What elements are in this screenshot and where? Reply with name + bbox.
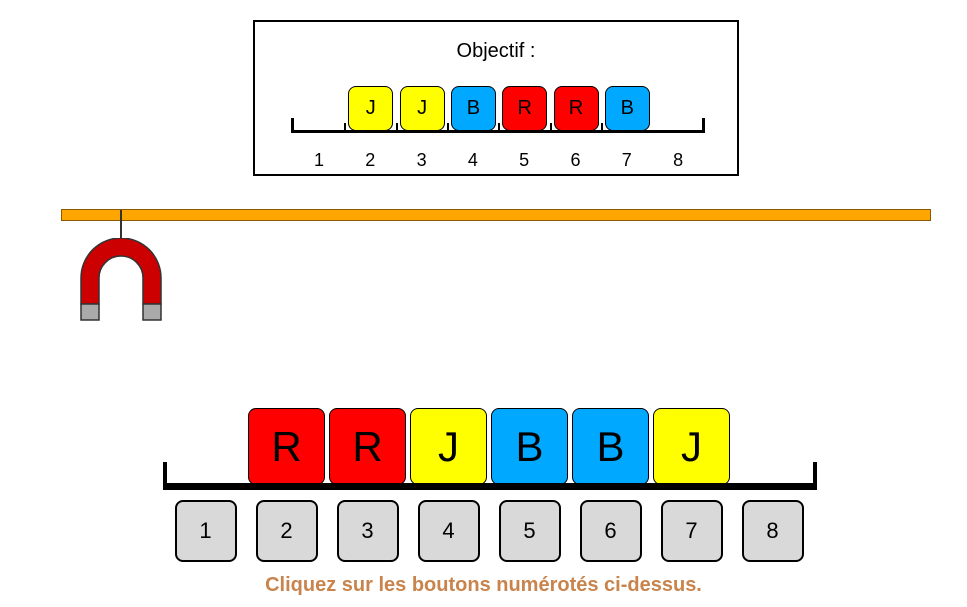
goal-title: Objectif : <box>456 40 536 62</box>
crane-rail <box>61 209 931 221</box>
goal-slot-tick <box>600 123 603 133</box>
work-block: J <box>410 408 487 485</box>
slot-button-7[interactable]: 7 <box>660 500 723 562</box>
goal-slot-tick <box>549 123 552 133</box>
slot-button-5[interactable]: 5 <box>498 500 561 562</box>
slot-button-3[interactable]: 3 <box>336 500 399 562</box>
goal-rail <box>291 130 705 133</box>
goal-slot-tick <box>344 123 347 133</box>
goal-slot-number: 5 <box>519 150 530 170</box>
work-block: J <box>653 408 730 485</box>
slot-button-4[interactable]: 4 <box>417 500 480 562</box>
goal-block: J <box>348 86 394 131</box>
goal-block: B <box>450 86 496 131</box>
slot-button-6[interactable]: 6 <box>579 500 642 562</box>
goal-block: J <box>399 86 445 131</box>
work-rail-end-left <box>163 462 167 490</box>
work-block: B <box>491 408 568 485</box>
goal-slot-number: 2 <box>365 150 376 170</box>
goal-slot-number: 6 <box>570 150 581 170</box>
magnet-wire <box>120 210 122 240</box>
slot-button-2[interactable]: 2 <box>255 500 318 562</box>
work-block: B <box>572 408 649 485</box>
goal-block: R <box>502 86 548 131</box>
goal-slot-number: 7 <box>621 150 632 170</box>
goal-slot-number: 1 <box>313 150 324 170</box>
slot-button-8[interactable]: 8 <box>741 500 804 562</box>
slot-button-1[interactable]: 1 <box>174 500 237 562</box>
goal-block: R <box>553 86 599 131</box>
goal-slot-number: 4 <box>467 150 478 170</box>
goal-rail-end-right <box>702 118 705 133</box>
work-block: R <box>248 408 325 485</box>
work-rail-end-right <box>813 462 817 490</box>
work-block: R <box>329 408 406 485</box>
work-rail <box>163 483 817 490</box>
goal-rail-end-left <box>291 118 294 133</box>
instructions: Cliquez sur les boutons numérotés ci-des… <box>265 574 702 596</box>
goal-slot-tick <box>395 123 398 133</box>
goal-block: B <box>604 86 650 131</box>
goal-slot-number: 8 <box>673 150 684 170</box>
goal-slot-tick <box>446 123 449 133</box>
goal-slot-tick <box>498 123 501 133</box>
magnet-icon <box>80 238 162 321</box>
goal-slot-number: 3 <box>416 150 427 170</box>
